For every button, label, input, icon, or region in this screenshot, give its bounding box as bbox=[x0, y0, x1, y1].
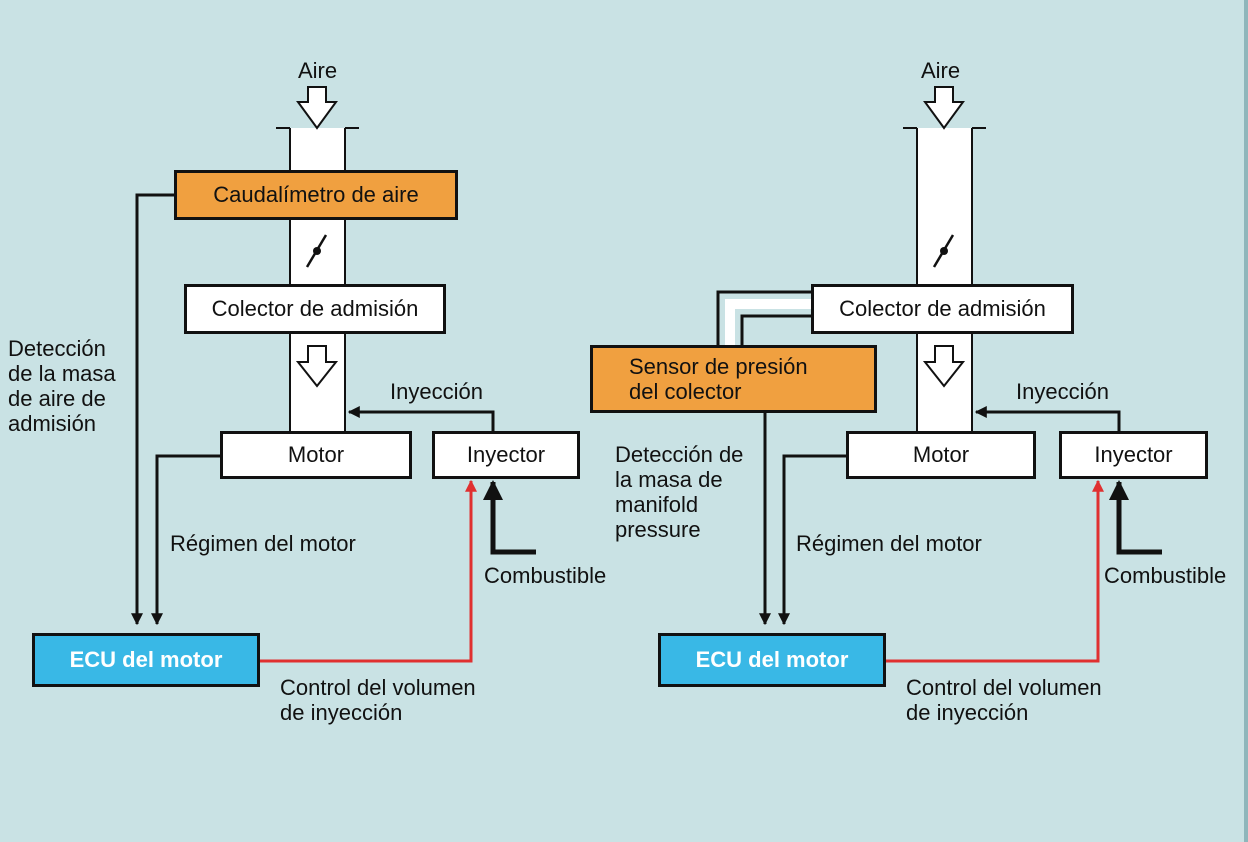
left-fuel-label: Combustible bbox=[484, 563, 607, 588]
left-engine-speed-line bbox=[151, 454, 222, 626]
left-throttle-valve-icon bbox=[305, 234, 328, 268]
left-fuel-line bbox=[483, 480, 536, 555]
left-intake-manifold-box: Colector de admisión bbox=[184, 284, 446, 334]
left-air-inlet-arrow bbox=[296, 86, 338, 130]
right-control-label: Control del volumen de inyección bbox=[906, 675, 1102, 725]
right-pressure-sensor-box: Sensor de presión del colector bbox=[590, 345, 877, 413]
left-injector-box: Inyector bbox=[432, 431, 580, 479]
right-air-duct bbox=[917, 128, 972, 433]
right-injection-line bbox=[974, 406, 1121, 432]
right-control-signal-line bbox=[886, 479, 1104, 663]
right-fuel-label: Combustible bbox=[1104, 563, 1227, 588]
left-injection-label: Inyección bbox=[390, 379, 483, 404]
right-air-label: Aire bbox=[921, 58, 961, 83]
left-control-label: Control del volumen de inyección bbox=[280, 675, 476, 725]
right-engine-speed-label: Régimen del motor bbox=[796, 531, 982, 556]
left-control-signal-line bbox=[260, 479, 477, 663]
right-injector-box: Inyector bbox=[1059, 431, 1208, 479]
right-detection-label: Detección de la masa de manifold pressur… bbox=[615, 442, 744, 542]
right-intake-manifold-box: Colector de admisión bbox=[811, 284, 1074, 334]
right-engine-speed-line bbox=[778, 454, 848, 626]
left-airflow-signal-line bbox=[131, 193, 176, 626]
right-pressure-tube bbox=[716, 290, 813, 347]
right-intake-flow-arrow bbox=[922, 345, 966, 388]
left-airflow-meter-box: Caudalímetro de aire bbox=[174, 170, 458, 220]
right-ecu-box: ECU del motor bbox=[658, 633, 886, 687]
left-intake-flow-arrow bbox=[295, 345, 339, 388]
right-edge-border bbox=[1244, 0, 1248, 842]
right-engine-box: Motor bbox=[846, 431, 1036, 479]
right-fuel-line bbox=[1109, 480, 1162, 555]
right-diagram bbox=[716, 86, 1162, 663]
right-throttle-valve-icon bbox=[932, 234, 955, 268]
left-engine-box: Motor bbox=[220, 431, 412, 479]
left-injection-line bbox=[347, 406, 495, 432]
left-air-label: Aire bbox=[298, 58, 338, 83]
right-injection-label: Inyección bbox=[1016, 379, 1109, 404]
left-detection-label: Detección de la masa de aire de admisión bbox=[8, 336, 116, 436]
left-ecu-box: ECU del motor bbox=[32, 633, 260, 687]
left-engine-speed-label: Régimen del motor bbox=[170, 531, 356, 556]
right-air-inlet-arrow bbox=[923, 86, 965, 130]
